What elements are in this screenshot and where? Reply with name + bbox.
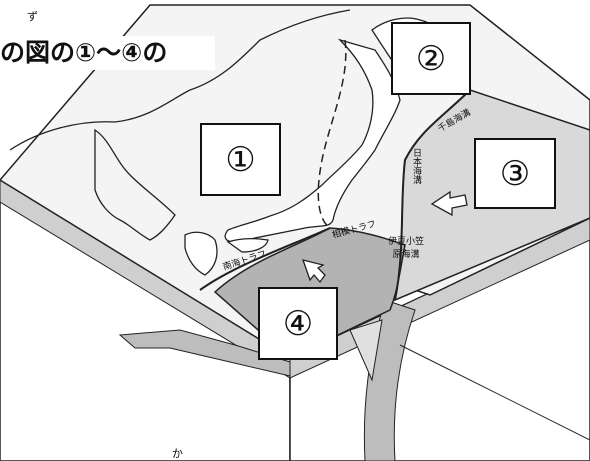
- arrow-pacific: [430, 190, 468, 217]
- label-box-4: ④: [258, 287, 338, 360]
- label-box-3: ③: [474, 138, 556, 209]
- title-ruby: ず: [27, 10, 38, 23]
- shikoku: [226, 238, 269, 253]
- footer-text-fragment: か: [172, 447, 183, 460]
- nankai-trough-line: [199, 227, 331, 291]
- kyushu: [184, 231, 218, 276]
- label-box-2: ②: [391, 22, 471, 95]
- dashed-boundary: [317, 39, 347, 229]
- japan-trench-label: 日本海溝: [411, 148, 421, 184]
- question-title: の図の①〜④の: [0, 36, 215, 70]
- philippine-slab: [118, 329, 291, 377]
- mantle-line: [399, 344, 590, 441]
- izu-ogasawara-trench-label: 伊豆小笠原海溝: [388, 237, 425, 260]
- japan-trench-line: [394, 89, 471, 301]
- asia-coastline: [9, 9, 351, 241]
- arrow-philippine: [301, 259, 326, 284]
- trench-wedge: [349, 319, 383, 382]
- label-box-1: ①: [200, 123, 281, 196]
